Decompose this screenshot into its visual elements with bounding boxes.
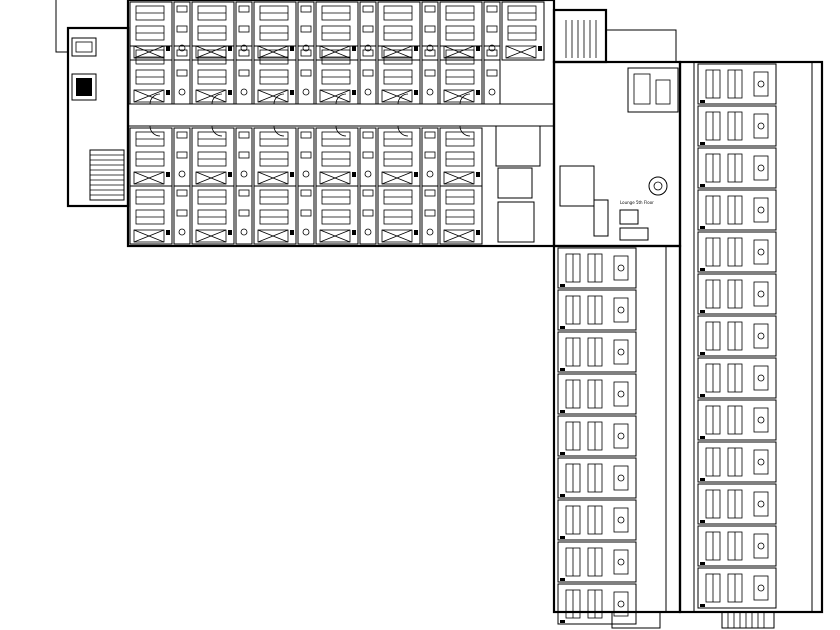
north-rooms-row: [129, 1, 545, 105]
south-stair: [611, 611, 775, 629]
west-stair-block: [55, 0, 130, 208]
central-lounge: Lounge 5th Floor: [495, 60, 682, 248]
west-wing: [126, 0, 556, 248]
west-rooms-column: [557, 247, 637, 625]
lounge-label: Lounge 5th Floor: [620, 200, 654, 205]
south-rooms-row: [129, 127, 483, 245]
northeast-stair: [552, 8, 677, 64]
east-wing: [552, 60, 824, 629]
east-rooms-column: [697, 63, 777, 609]
door-swings: [149, 93, 471, 137]
